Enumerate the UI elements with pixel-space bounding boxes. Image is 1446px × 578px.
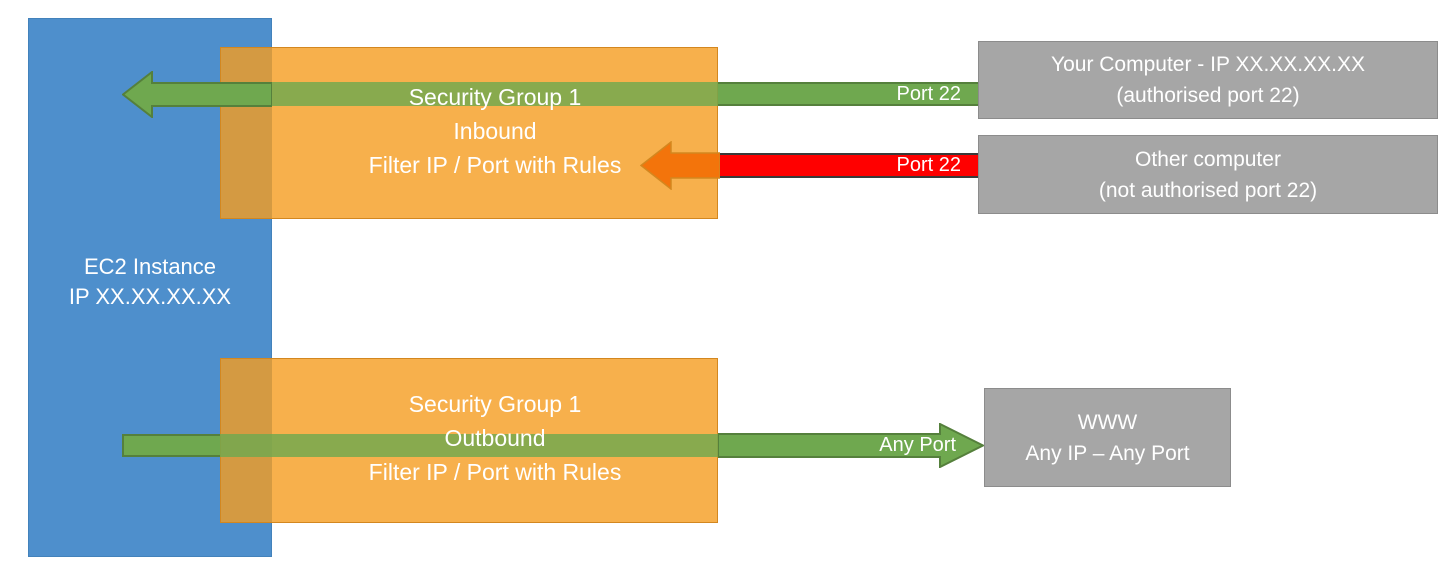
www-note: Any IP – Any Port — [1025, 441, 1190, 465]
your-computer-note: (authorised port 22) — [1116, 84, 1300, 107]
your-computer-name: Your Computer - IP XX.XX.XX.XX — [1051, 53, 1365, 76]
ec2-instance-name: EC2 Instance — [83, 254, 217, 279]
allowed-inbound-arrow-icon — [121, 69, 273, 120]
endpoint-your-computer: Your Computer - IP XX.XX.XX.XX (authoris… — [978, 41, 1438, 119]
blocked-inbound-port-label: Port 22 — [896, 154, 961, 176]
allowed-inbound-shaft-in-panel — [220, 82, 718, 106]
blocked-inbound-bar — [718, 153, 979, 178]
blocked-inbound-arrow-icon — [639, 140, 721, 191]
allowed-inbound-port-label: Port 22 — [896, 83, 961, 105]
ec2-instance-label: EC2 Instance IP XX.XX.XX.XX — [28, 252, 272, 312]
allowed-inbound-bar — [718, 82, 979, 106]
other-computer-name: Other computer — [1135, 147, 1281, 171]
endpoint-www: WWW Any IP – Any Port — [984, 388, 1231, 487]
outbound-source-bar — [122, 434, 220, 457]
outbound-shaft-in-panel — [220, 434, 718, 457]
endpoint-other-computer: Other computer (not authorised port 22) — [978, 135, 1438, 214]
security-group-inbound-box — [220, 47, 718, 219]
inbound-overlap-region — [221, 48, 272, 218]
other-computer-note: (not authorised port 22) — [1098, 178, 1318, 202]
ec2-instance-ip: IP XX.XX.XX.XX — [68, 284, 232, 309]
www-name: WWW — [1077, 410, 1138, 434]
outbound-arrow-icon — [717, 422, 986, 469]
outbound-port-label: Any Port — [879, 434, 956, 456]
